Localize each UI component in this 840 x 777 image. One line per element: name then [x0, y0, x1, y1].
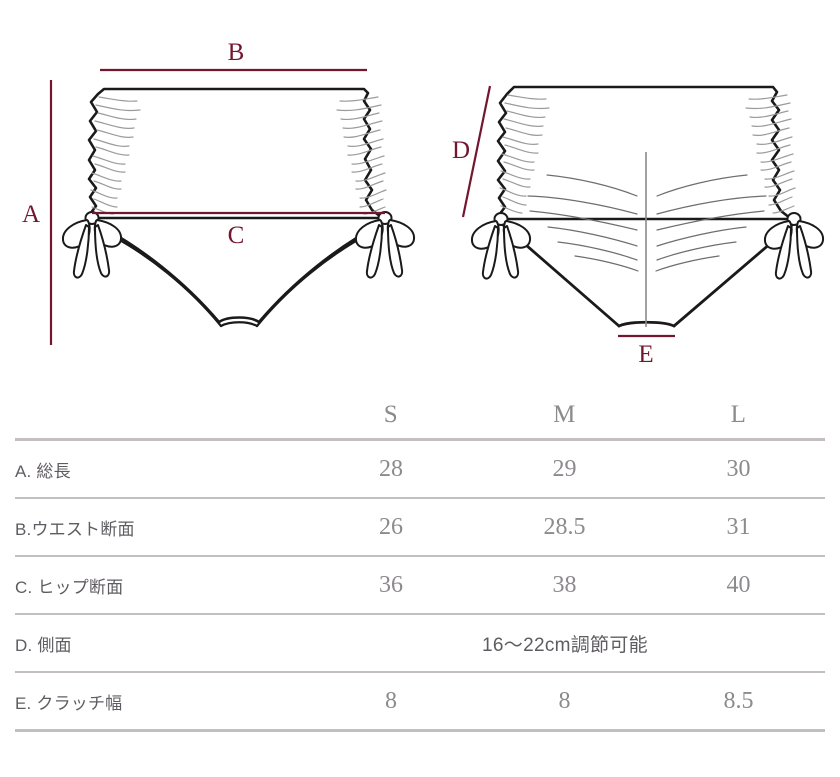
cell-d-span: 16〜22cm調節可能 — [305, 614, 825, 673]
front-crotch-bottom-inner — [219, 321, 259, 328]
table-row: C. ヒップ断面 36 38 40 — [15, 556, 825, 615]
front-right-bow-icon — [354, 211, 416, 279]
cell-b-s: 26 — [305, 498, 477, 557]
back-right-drape-lines — [655, 174, 767, 272]
header-cell-size-m: M — [477, 392, 652, 441]
cell-b-l: 31 — [652, 498, 825, 557]
measurement-label-b: B — [228, 39, 245, 66]
measurement-label-c: C — [228, 222, 245, 249]
row-label-d: D. 側面 — [15, 614, 305, 673]
cell-a-m: 29 — [477, 439, 652, 499]
garment-diagram-svg: A B C — [22, 39, 825, 368]
measurement-label-a: A — [22, 201, 40, 228]
front-right-ruche-lines — [336, 96, 387, 215]
front-view-illustration: A B C — [22, 39, 416, 345]
front-left-bow-icon — [61, 211, 123, 279]
cell-e-m: 8 — [477, 672, 652, 732]
front-crotch-bottom — [217, 316, 261, 324]
size-chart-table: S M L A. 総長 28 29 30 B.ウエスト断面 26 28.5 31… — [15, 392, 825, 732]
cell-b-m: 28.5 — [477, 498, 652, 557]
table-row: E. クラッチ幅 8 8 8.5 — [15, 672, 825, 732]
row-label-e: E. クラッチ幅 — [15, 672, 305, 732]
front-leg-opening-right-inner — [255, 230, 374, 328]
cell-c-m: 38 — [477, 556, 652, 615]
size-chart-table-wrapper: S M L A. 総長 28 29 30 B.ウエスト断面 26 28.5 31… — [15, 392, 825, 732]
measurement-label-e: E — [638, 341, 653, 368]
table-row: D. 側面 16〜22cm調節可能 — [15, 614, 825, 673]
back-left-ruche-lines — [499, 94, 550, 214]
back-right-bow-icon — [763, 212, 825, 280]
measurement-line-d — [461, 85, 492, 218]
row-label-c: C. ヒップ断面 — [15, 556, 305, 615]
cell-e-l: 8.5 — [652, 672, 825, 732]
row-label-b: B.ウエスト断面 — [15, 498, 305, 557]
cell-c-l: 40 — [652, 556, 825, 615]
header-cell-size-s: S — [305, 392, 477, 441]
back-view-illustration: D E — [452, 85, 825, 368]
cell-a-s: 28 — [305, 439, 477, 499]
header-cell-blank — [15, 392, 305, 441]
table-row: B.ウエスト断面 26 28.5 31 — [15, 498, 825, 557]
row-label-a: A. 総長 — [15, 439, 305, 499]
cell-c-s: 36 — [305, 556, 477, 615]
front-leg-opening-left-inner — [103, 230, 223, 328]
table-header-row: S M L — [15, 392, 825, 441]
garment-diagram-area: A B C — [0, 0, 840, 385]
cell-a-l: 30 — [652, 439, 825, 499]
front-body-outline — [87, 87, 383, 220]
front-left-ruche-lines — [90, 96, 141, 215]
back-left-bow-icon — [470, 212, 532, 280]
back-left-drape-lines — [527, 174, 639, 272]
header-cell-size-l: L — [652, 392, 825, 441]
measurement-label-d: D — [452, 137, 470, 164]
cell-e-s: 8 — [305, 672, 477, 732]
table-row: A. 総長 28 29 30 — [15, 439, 825, 499]
back-body-outline — [496, 85, 792, 221]
back-right-ruche-lines — [745, 94, 796, 214]
